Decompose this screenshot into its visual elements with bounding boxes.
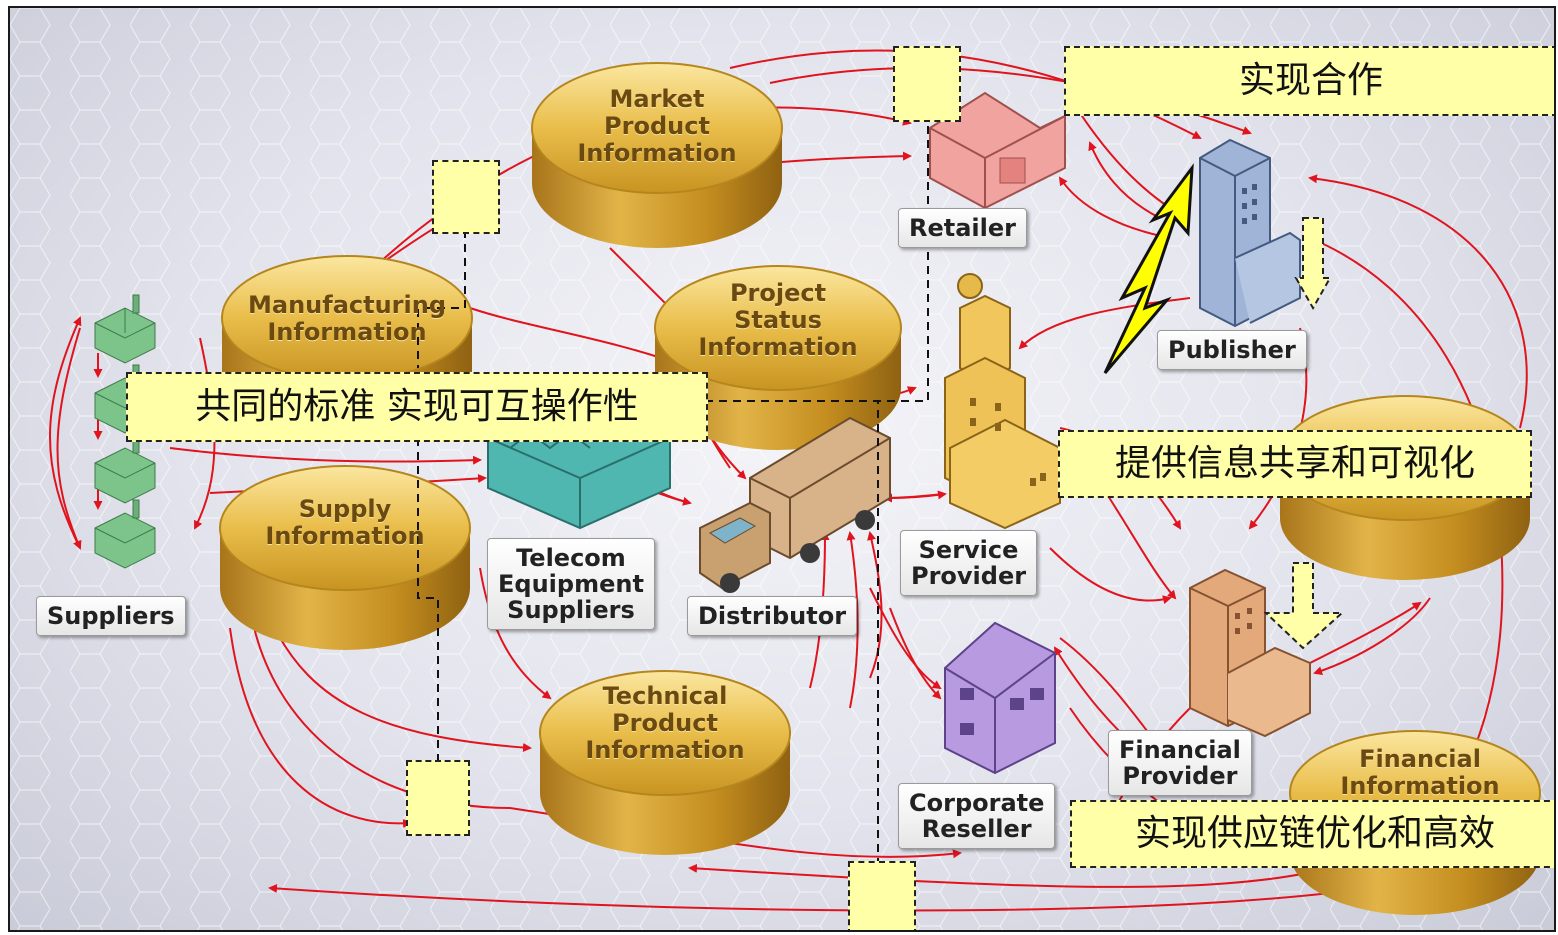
financial-provider-building-icon	[1189, 568, 1311, 738]
disk-project	[654, 265, 902, 450]
corporate-reseller-label: Corporate Reseller	[898, 783, 1056, 849]
callout-marker-square	[432, 160, 500, 234]
market-info-label: Market Product Information	[577, 85, 737, 167]
financial-info-label: Financial Information	[1340, 746, 1500, 800]
publisher-building-icon	[1199, 138, 1301, 328]
project-status-label: Project Status Information	[698, 279, 858, 361]
suppliers-label: Suppliers	[36, 596, 186, 636]
callout-marker-square	[848, 861, 916, 930]
service-provider-label: Service Provider	[900, 530, 1038, 596]
service-provider-tower-icon	[944, 273, 1061, 530]
callout-cooperation: 实现合作	[1064, 46, 1554, 116]
retailer-house-icon	[929, 91, 1066, 210]
leader-lines	[417, 98, 929, 868]
callout-marker-square	[406, 760, 470, 836]
yellow-up-arrow-icon	[1103, 163, 1194, 374]
supply-info-label: Supply Information	[265, 495, 425, 550]
callout-marker-square	[893, 46, 961, 122]
financial-provider-label: Financial Provider	[1108, 730, 1252, 796]
publisher-label: Publisher	[1157, 330, 1307, 370]
manufacturing-info-label: Manufacturing Information	[248, 291, 446, 346]
diagram-canvas: Market Product Information Manufacturing…	[8, 6, 1556, 932]
disk-market	[531, 62, 783, 248]
down-arrow-icon	[1294, 217, 1332, 311]
down-arrow-icon	[1263, 562, 1345, 650]
corporate-reseller-building-icon	[944, 621, 1056, 775]
technical-info-label: Technical Product Information	[585, 682, 745, 764]
callout-common-standards: 共同的标准 实现可互操作性	[126, 372, 708, 442]
distributor-label: Distributor	[687, 596, 858, 636]
callout-supply-chain: 实现供应链优化和高效	[1070, 800, 1554, 868]
distributor-truck-icon	[699, 416, 891, 593]
retailer-label: Retailer	[898, 208, 1027, 248]
disk-technical	[539, 670, 791, 855]
callout-info-sharing: 提供信息共享和可视化	[1058, 430, 1532, 498]
telecom-equipment-suppliers-label: Telecom Equipment Suppliers	[487, 538, 655, 630]
disk-supply	[219, 465, 471, 650]
